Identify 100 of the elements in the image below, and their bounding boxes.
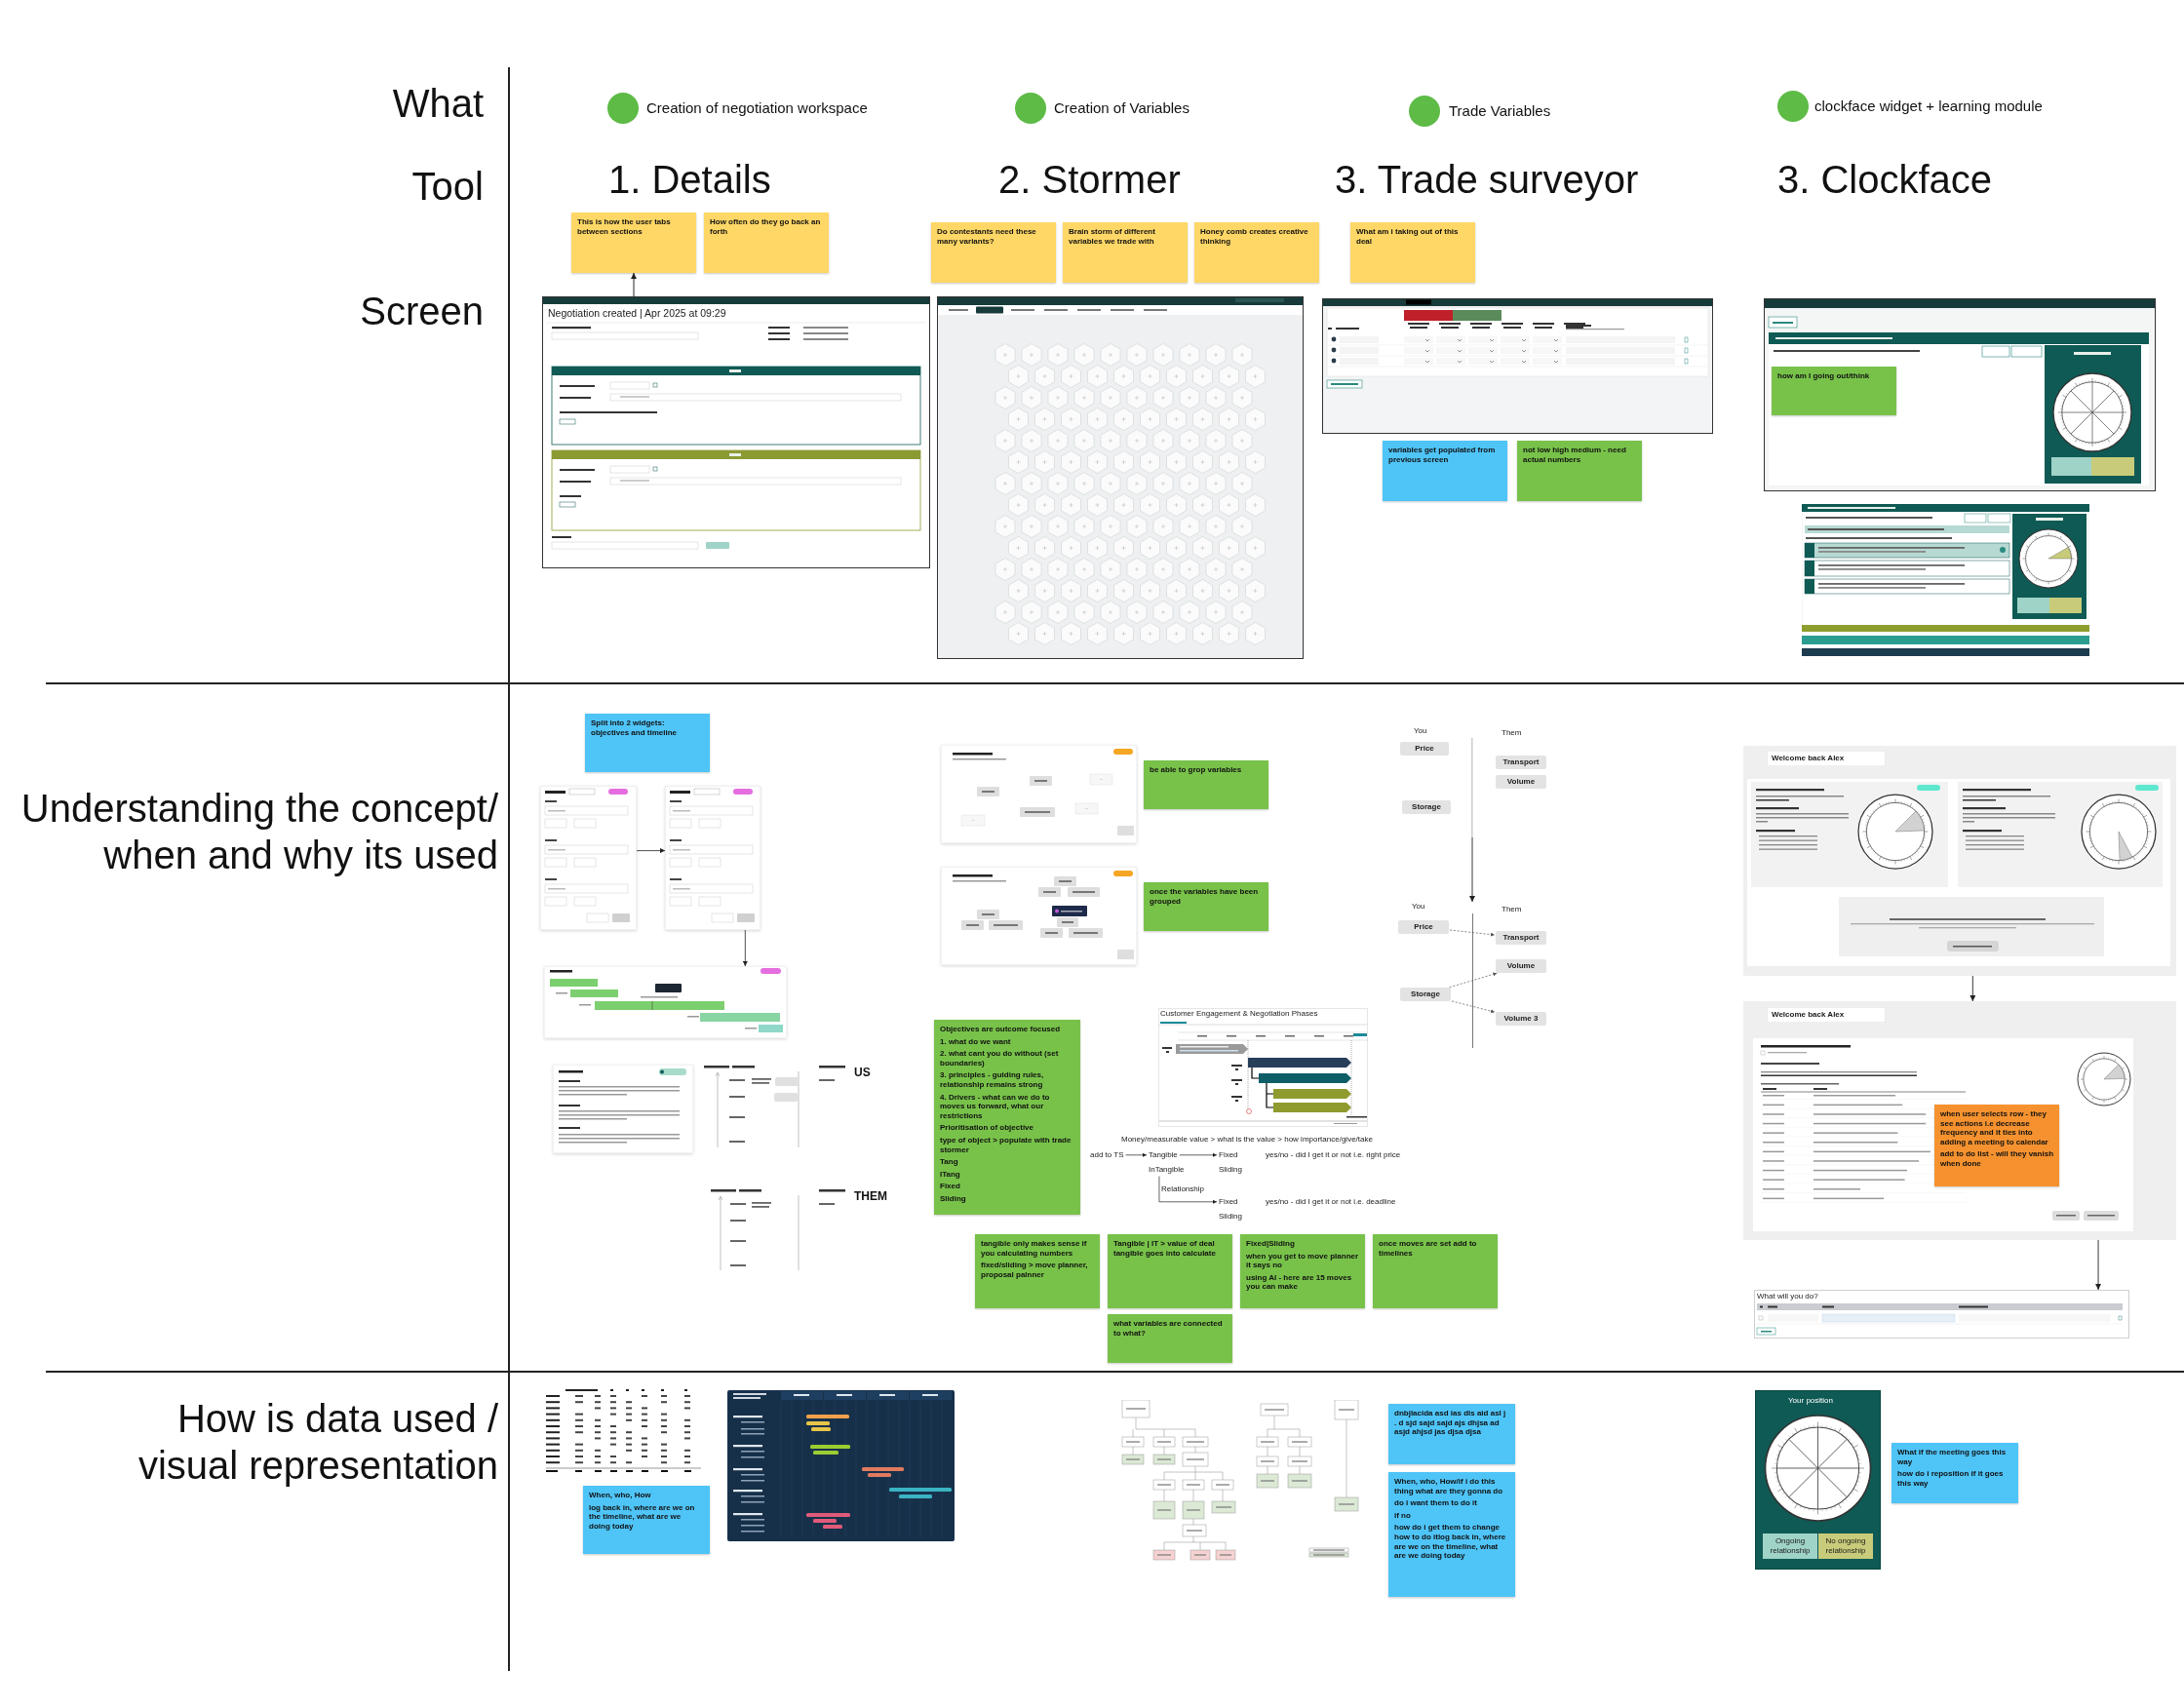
note-text: When, who, How/if i do this thing what are they gonna do: [1394, 1477, 1504, 1496]
column-heading: clockface widget + learning module: [1814, 97, 2043, 115]
sticky-note: [931, 222, 1056, 283]
note-text: 3. principles - guiding rules, relationship remains strong: [940, 1070, 1045, 1090]
note-text: 1. what do we want: [940, 1036, 1012, 1047]
table-title: What will you do?: [1757, 1291, 1818, 1301]
note-text: how do i get them to change how to do itlog back in, where are we on the timeline, what are we doing today: [1394, 1523, 1507, 1561]
row-header: What: [392, 81, 484, 127]
sticky-note: [704, 213, 829, 273]
sticky-note: [1108, 1234, 1232, 1308]
objectives-card-drawing: [553, 1065, 693, 1153]
note-text: Fixed: [940, 1182, 961, 1191]
note-text: Tang: [940, 1157, 959, 1167]
row-header: Screen: [360, 289, 484, 334]
term-label: Fixed: [1219, 1197, 1238, 1207]
note-text: Brain storm of different variables we trade with: [1069, 227, 1156, 247]
clockface-form-drawing: [1802, 504, 2089, 656]
column-label: You: [1414, 726, 1427, 736]
note-text: if no: [1394, 1510, 1412, 1521]
note-text: once moves are set add to timelines: [1379, 1239, 1478, 1259]
sticky-note: [1517, 441, 1642, 501]
tool-title: 3. Clockface: [1777, 157, 1993, 203]
importance-scale-drawing: [704, 1064, 847, 1147]
variable-chips-drawing: [941, 745, 1137, 843]
importance-scale-drawing: [711, 1187, 847, 1270]
annotation-text: yes/no - did I get it or not i.e. deadline: [1266, 1197, 1396, 1207]
sticky-note: [571, 213, 696, 273]
column-heading: Trade Variables: [1449, 102, 1551, 120]
tool-title: 3. Trade surveyor: [1335, 157, 1639, 203]
sticky-note: [1108, 1314, 1232, 1363]
note-text: Tangible | IT > value of deal tangible goes into calculate: [1113, 1239, 1217, 1259]
row-header: Understanding the concept/ when and why its used: [20, 786, 498, 878]
sticky-note: [934, 1020, 1080, 1215]
note-text: What if the meeting goes this way: [1897, 1448, 2008, 1467]
sticky-note: [1240, 1234, 1365, 1308]
note-text: Prioritisation of objective: [940, 1123, 1034, 1133]
note-text: Split into 2 widgets: objectives and timeline: [591, 718, 679, 738]
sticky-note: [1373, 1234, 1498, 1308]
variable-chip: Transport: [1496, 756, 1546, 769]
annotation-text: Sliding: [1219, 1165, 1242, 1175]
note-text: Sliding: [940, 1193, 967, 1204]
note-text: This is how the user tabs between sections: [577, 217, 672, 237]
timeline-form-drawing: [540, 786, 637, 930]
variables-table-screen-drawing: [1322, 298, 1713, 434]
screen-heading: Negotiation created | Apr 2025 at 09:29: [548, 307, 726, 320]
note-text: not low high medium - need actual numbers: [1523, 446, 1627, 465]
column-heading: Creation of Variables: [1054, 99, 1190, 117]
app-screen: [1743, 1001, 2176, 1240]
variable-chip: Price: [1400, 742, 1449, 756]
sticky-note: [1772, 367, 1896, 415]
note-text: How often do they go back an forth: [710, 217, 822, 237]
row-header: Tool: [411, 164, 484, 210]
welcome-heading: Welcome back Alex: [1767, 751, 1886, 766]
column-heading: Creation of negotiation workspace: [646, 99, 868, 117]
row-header: How is data used / visual representation: [136, 1396, 498, 1489]
relationship-option: Ongoing relationship: [1763, 1533, 1817, 1559]
column-label: You: [1412, 902, 1425, 912]
honeycomb-screen-drawing: [937, 296, 1304, 659]
sticky-note: [1383, 441, 1507, 501]
note-text: add to do list - will they vanish when done: [1940, 1149, 2053, 1169]
note-text: Objectives are outcome focused: [940, 1025, 1062, 1034]
relationship-option: No ongoing relationship: [1818, 1533, 1873, 1559]
app-screen: [1743, 746, 2176, 976]
note-text: how am I going out/think: [1777, 371, 1871, 381]
column-label: Them: [1502, 905, 1522, 914]
arrow: [631, 272, 637, 297]
timeline-form-drawing: [665, 786, 760, 930]
project-gantt-drawing: [727, 1390, 955, 1541]
tool-title: 1. Details: [608, 157, 771, 203]
grouped-chips-drawing: [941, 867, 1137, 965]
note-text: when user selects row - they see actions i.e decrease frequency and it ties into adding a meeting to calendar: [1940, 1109, 2049, 1147]
note-text: Fixed|Sliding: [1246, 1239, 1296, 1249]
note-text: 2. what cant you do without (set boundaries): [940, 1049, 1060, 1068]
term-label: InTangible: [1149, 1165, 1185, 1175]
note-text: tangible only makes sense if you calculating numbers: [981, 1239, 1088, 1259]
side-label: THEM: [854, 1189, 887, 1204]
annotation-text: Sliding: [1219, 1212, 1242, 1222]
column-label: Them: [1502, 728, 1522, 738]
note-text: What am i taking out of this deal: [1356, 227, 1460, 247]
note-text: what variables are connected to what?: [1113, 1319, 1224, 1339]
variable-chip: Storage: [1402, 800, 1451, 814]
sticky-note: [583, 1486, 710, 1554]
clock-panel: [1755, 1390, 1881, 1570]
sticky-note: [1063, 222, 1188, 283]
note-text: log back in, where are we on the timeline, what are we doing today: [589, 1502, 696, 1532]
note-text: do i want them to do it: [1394, 1498, 1478, 1508]
defects-table-drawing: [546, 1388, 701, 1473]
note-text: Honey comb creates creative thinking: [1200, 227, 1309, 247]
term-label: Tangible: [1149, 1150, 1178, 1160]
annotation-text: Money/measurable value > what is the value > how importance/give/take: [1121, 1135, 1373, 1145]
note-text: once the variables have been grouped: [1150, 887, 1260, 907]
chart-title: Customer Engagement & Negotiation Phases: [1160, 1009, 1318, 1019]
sticky-note: [1892, 1443, 2018, 1503]
sticky-note: [1350, 222, 1475, 283]
side-label: US: [854, 1066, 871, 1080]
sticky-note: [975, 1234, 1100, 1308]
note-text: how do i reposition if it goes this way: [1897, 1469, 2005, 1489]
note-text: dnbjlacida asd ias dis aid asl j . d sjd sajd sajd ajs dhjsa ad asjd ahjsd jas djsa djsa: [1394, 1409, 1507, 1437]
edge-label: Relationship: [1160, 1184, 1204, 1194]
panel-title: Your position: [1788, 1396, 1833, 1406]
